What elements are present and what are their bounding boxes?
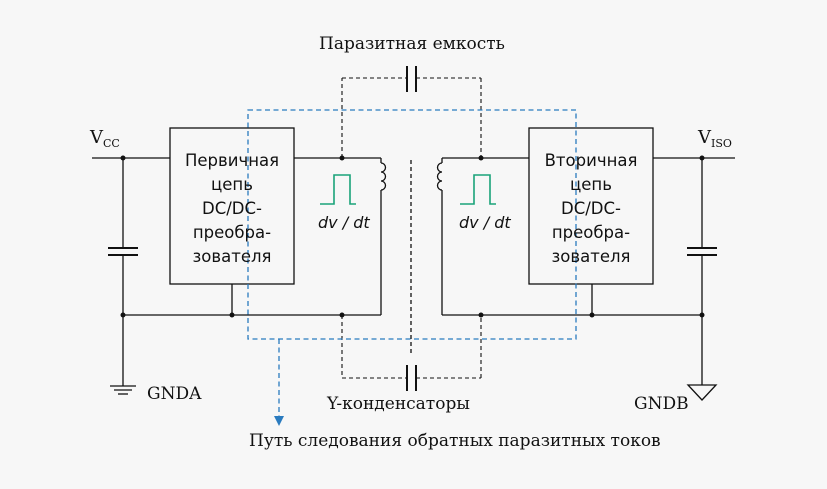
primary-box xyxy=(169,127,295,285)
gnda-label: GNDA xyxy=(147,384,202,404)
secondary-line-2: цепь xyxy=(570,175,612,194)
viso-sub: ISO xyxy=(711,137,732,150)
secondary-coil xyxy=(436,162,443,191)
secondary-line-1: Вторичная xyxy=(544,151,638,170)
primary-line-1: Первичная xyxy=(184,151,280,170)
vcc-label: VCC xyxy=(90,127,120,150)
junction-dot xyxy=(589,312,595,318)
junction-dot xyxy=(478,312,484,318)
secondary-line-4: преобра- xyxy=(551,223,631,242)
parasitic-capacitance-label: Паразитная емкость xyxy=(319,34,505,54)
return-path-loop xyxy=(247,109,577,340)
secondary-line-5: зователя xyxy=(551,247,631,266)
dvdt-right-label: dv / dt xyxy=(459,213,511,232)
vcc-sub: CC xyxy=(103,137,120,150)
viso-main: V xyxy=(698,127,711,148)
junction-dot xyxy=(229,312,235,318)
secondary-box xyxy=(528,127,654,285)
secondary-line-3: DC/DC- xyxy=(561,199,621,218)
pulse-right xyxy=(460,174,496,205)
junction-dot xyxy=(478,155,484,161)
primary-line-5: зователя xyxy=(192,247,272,266)
primary-line-4: преобра- xyxy=(192,223,272,242)
return-path-label: Путь следования обратных паразитных токо… xyxy=(249,431,661,451)
vcc-main: V xyxy=(90,127,103,148)
pulse-left xyxy=(320,174,356,205)
junction-dot xyxy=(339,312,345,318)
junction-dot xyxy=(120,312,126,318)
junction-dot xyxy=(339,155,345,161)
return-path-arrowhead xyxy=(274,416,284,426)
dvdt-left-label: dv / dt xyxy=(318,213,370,232)
y-capacitors-label: Y-конденсаторы xyxy=(327,394,470,414)
viso-label: VISO xyxy=(698,127,732,150)
primary-line-2: цепь xyxy=(211,175,253,194)
primary-line-3: DC/DC- xyxy=(202,199,262,218)
gndb-label: GNDB xyxy=(634,394,689,414)
junction-dot xyxy=(120,155,126,161)
junction-dot xyxy=(699,155,705,161)
gndb-symbol xyxy=(686,384,718,401)
junction-dot xyxy=(699,312,705,318)
secondary-box-text: Вторичная цепь DC/DC- преобра- зователя xyxy=(529,149,653,269)
primary-coil xyxy=(380,162,387,191)
primary-box-text: Первичная цепь DC/DC- преобра- зователя xyxy=(170,149,294,269)
